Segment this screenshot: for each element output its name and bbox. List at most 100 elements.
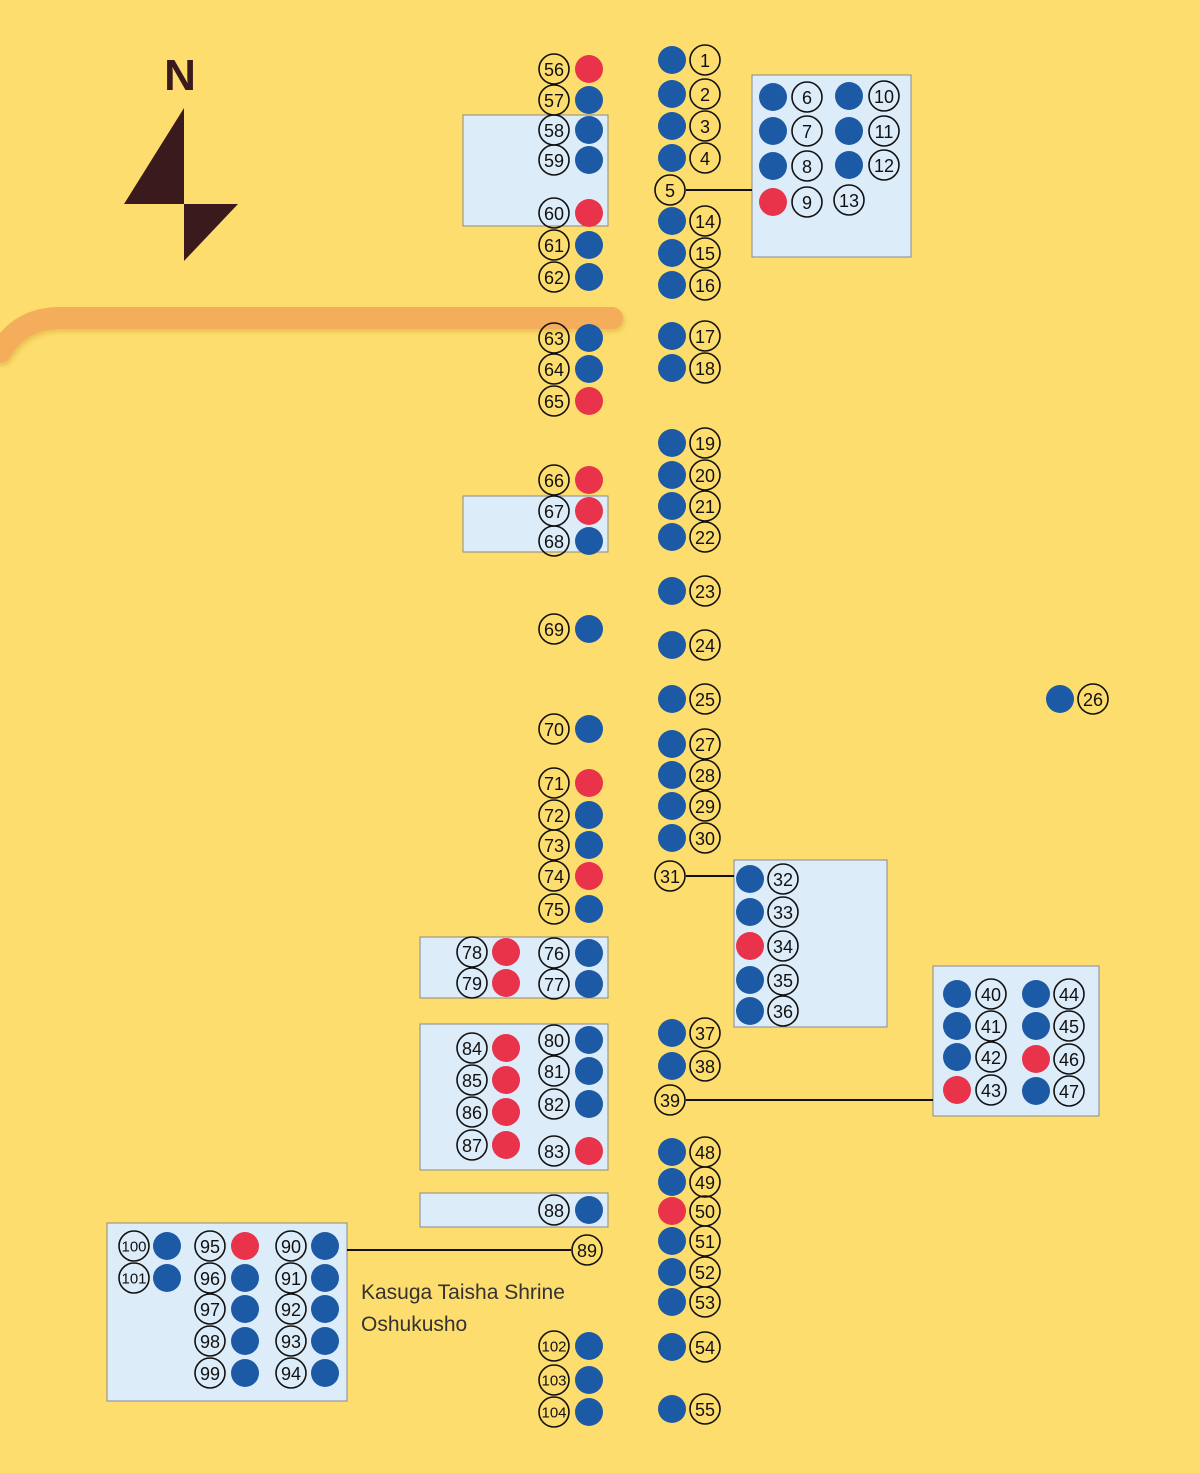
marker-42[interactable]: 42	[943, 1041, 1007, 1073]
marker-64[interactable]: 64	[538, 353, 603, 385]
marker-89[interactable]: 89	[571, 1234, 603, 1266]
marker-57[interactable]: 57	[538, 84, 603, 116]
marker-62[interactable]: 62	[538, 261, 603, 293]
marker-66[interactable]: 66	[538, 464, 603, 496]
marker-9[interactable]: 9	[759, 186, 823, 218]
marker-32[interactable]: 32	[736, 863, 799, 895]
marker-24[interactable]: 24	[658, 629, 721, 661]
marker-23[interactable]: 23	[658, 575, 721, 607]
marker-40[interactable]: 40	[943, 978, 1007, 1010]
marker-71[interactable]: 71	[538, 767, 603, 799]
marker-19[interactable]: 19	[658, 427, 721, 459]
marker-30[interactable]: 30	[658, 822, 721, 854]
marker-27[interactable]: 27	[658, 728, 721, 760]
marker-33[interactable]: 33	[736, 896, 799, 928]
marker-97[interactable]: 97	[194, 1293, 259, 1325]
marker-3[interactable]: 3	[658, 110, 721, 142]
marker-44[interactable]: 44	[1022, 978, 1085, 1010]
marker-81[interactable]: 81	[538, 1055, 603, 1087]
marker-96[interactable]: 96	[194, 1262, 259, 1294]
marker-103[interactable]: 103	[538, 1364, 603, 1396]
marker-7[interactable]: 7	[759, 115, 823, 147]
marker-54[interactable]: 54	[658, 1331, 721, 1363]
marker-1[interactable]: 1	[658, 44, 721, 76]
marker-16[interactable]: 16	[658, 269, 721, 301]
marker-2[interactable]: 2	[658, 78, 721, 110]
marker-78[interactable]: 78	[456, 936, 520, 968]
marker-25[interactable]: 25	[658, 683, 721, 715]
marker-74[interactable]: 74	[538, 860, 603, 892]
marker-45[interactable]: 45	[1022, 1010, 1085, 1042]
marker-41[interactable]: 41	[943, 1010, 1007, 1042]
marker-68[interactable]: 68	[538, 525, 603, 557]
marker-37[interactable]: 37	[658, 1017, 721, 1049]
marker-93[interactable]: 93	[275, 1325, 339, 1357]
marker-83[interactable]: 83	[538, 1135, 603, 1167]
marker-10[interactable]: 10	[835, 80, 900, 112]
marker-79[interactable]: 79	[456, 967, 520, 999]
marker-94[interactable]: 94	[275, 1357, 339, 1389]
marker-59[interactable]: 59	[538, 144, 603, 176]
marker-90[interactable]: 90	[275, 1230, 339, 1262]
marker-21[interactable]: 21	[658, 490, 721, 522]
marker-60[interactable]: 60	[538, 197, 603, 229]
marker-49[interactable]: 49	[658, 1166, 721, 1198]
marker-4[interactable]: 4	[658, 142, 721, 174]
marker-15[interactable]: 15	[658, 237, 721, 269]
marker-72[interactable]: 72	[538, 799, 603, 831]
marker-76[interactable]: 76	[538, 937, 603, 969]
marker-14[interactable]: 14	[658, 205, 721, 237]
marker-52[interactable]: 52	[658, 1256, 721, 1288]
marker-47[interactable]: 47	[1022, 1075, 1085, 1107]
marker-77[interactable]: 77	[538, 968, 603, 1000]
marker-95[interactable]: 95	[194, 1230, 259, 1262]
marker-6[interactable]: 6	[759, 81, 823, 113]
marker-11[interactable]: 11	[835, 115, 900, 147]
marker-50[interactable]: 50	[658, 1195, 721, 1227]
marker-87[interactable]: 87	[456, 1129, 520, 1161]
marker-86[interactable]: 86	[456, 1096, 520, 1128]
marker-67[interactable]: 67	[538, 495, 603, 527]
marker-102[interactable]: 102	[538, 1330, 603, 1362]
marker-17[interactable]: 17	[658, 320, 721, 352]
marker-34[interactable]: 34	[736, 930, 799, 962]
marker-91[interactable]: 91	[275, 1262, 339, 1294]
marker-36[interactable]: 36	[736, 995, 799, 1027]
marker-69[interactable]: 69	[538, 613, 603, 645]
marker-104[interactable]: 104	[538, 1396, 603, 1428]
marker-22[interactable]: 22	[658, 521, 721, 553]
marker-85[interactable]: 85	[456, 1064, 520, 1096]
marker-13[interactable]: 13	[833, 184, 865, 216]
marker-75[interactable]: 75	[538, 893, 603, 925]
marker-82[interactable]: 82	[538, 1088, 603, 1120]
marker-31[interactable]: 31	[654, 860, 686, 892]
marker-20[interactable]: 20	[658, 459, 721, 491]
marker-12[interactable]: 12	[835, 149, 900, 181]
marker-48[interactable]: 48	[658, 1136, 721, 1168]
marker-29[interactable]: 29	[658, 790, 721, 822]
marker-63[interactable]: 63	[538, 322, 603, 354]
marker-56[interactable]: 56	[538, 53, 603, 85]
marker-5[interactable]: 5	[654, 174, 686, 206]
marker-98[interactable]: 98	[194, 1325, 259, 1357]
marker-70[interactable]: 70	[538, 713, 603, 745]
marker-51[interactable]: 51	[658, 1225, 721, 1257]
marker-65[interactable]: 65	[538, 385, 603, 417]
marker-88[interactable]: 88	[538, 1194, 603, 1226]
marker-8[interactable]: 8	[759, 150, 823, 182]
marker-28[interactable]: 28	[658, 759, 721, 791]
marker-61[interactable]: 61	[538, 229, 603, 261]
marker-80[interactable]: 80	[538, 1024, 603, 1056]
marker-84[interactable]: 84	[456, 1032, 520, 1064]
marker-101[interactable]: 101	[118, 1262, 181, 1294]
marker-43[interactable]: 43	[943, 1074, 1007, 1106]
marker-18[interactable]: 18	[658, 352, 721, 384]
marker-39[interactable]: 39	[654, 1084, 686, 1116]
marker-100[interactable]: 100	[118, 1230, 181, 1262]
marker-26[interactable]: 26	[1046, 683, 1109, 715]
marker-35[interactable]: 35	[736, 964, 799, 996]
marker-99[interactable]: 99	[194, 1357, 259, 1389]
marker-38[interactable]: 38	[658, 1050, 721, 1082]
marker-53[interactable]: 53	[658, 1286, 721, 1318]
marker-92[interactable]: 92	[275, 1293, 339, 1325]
